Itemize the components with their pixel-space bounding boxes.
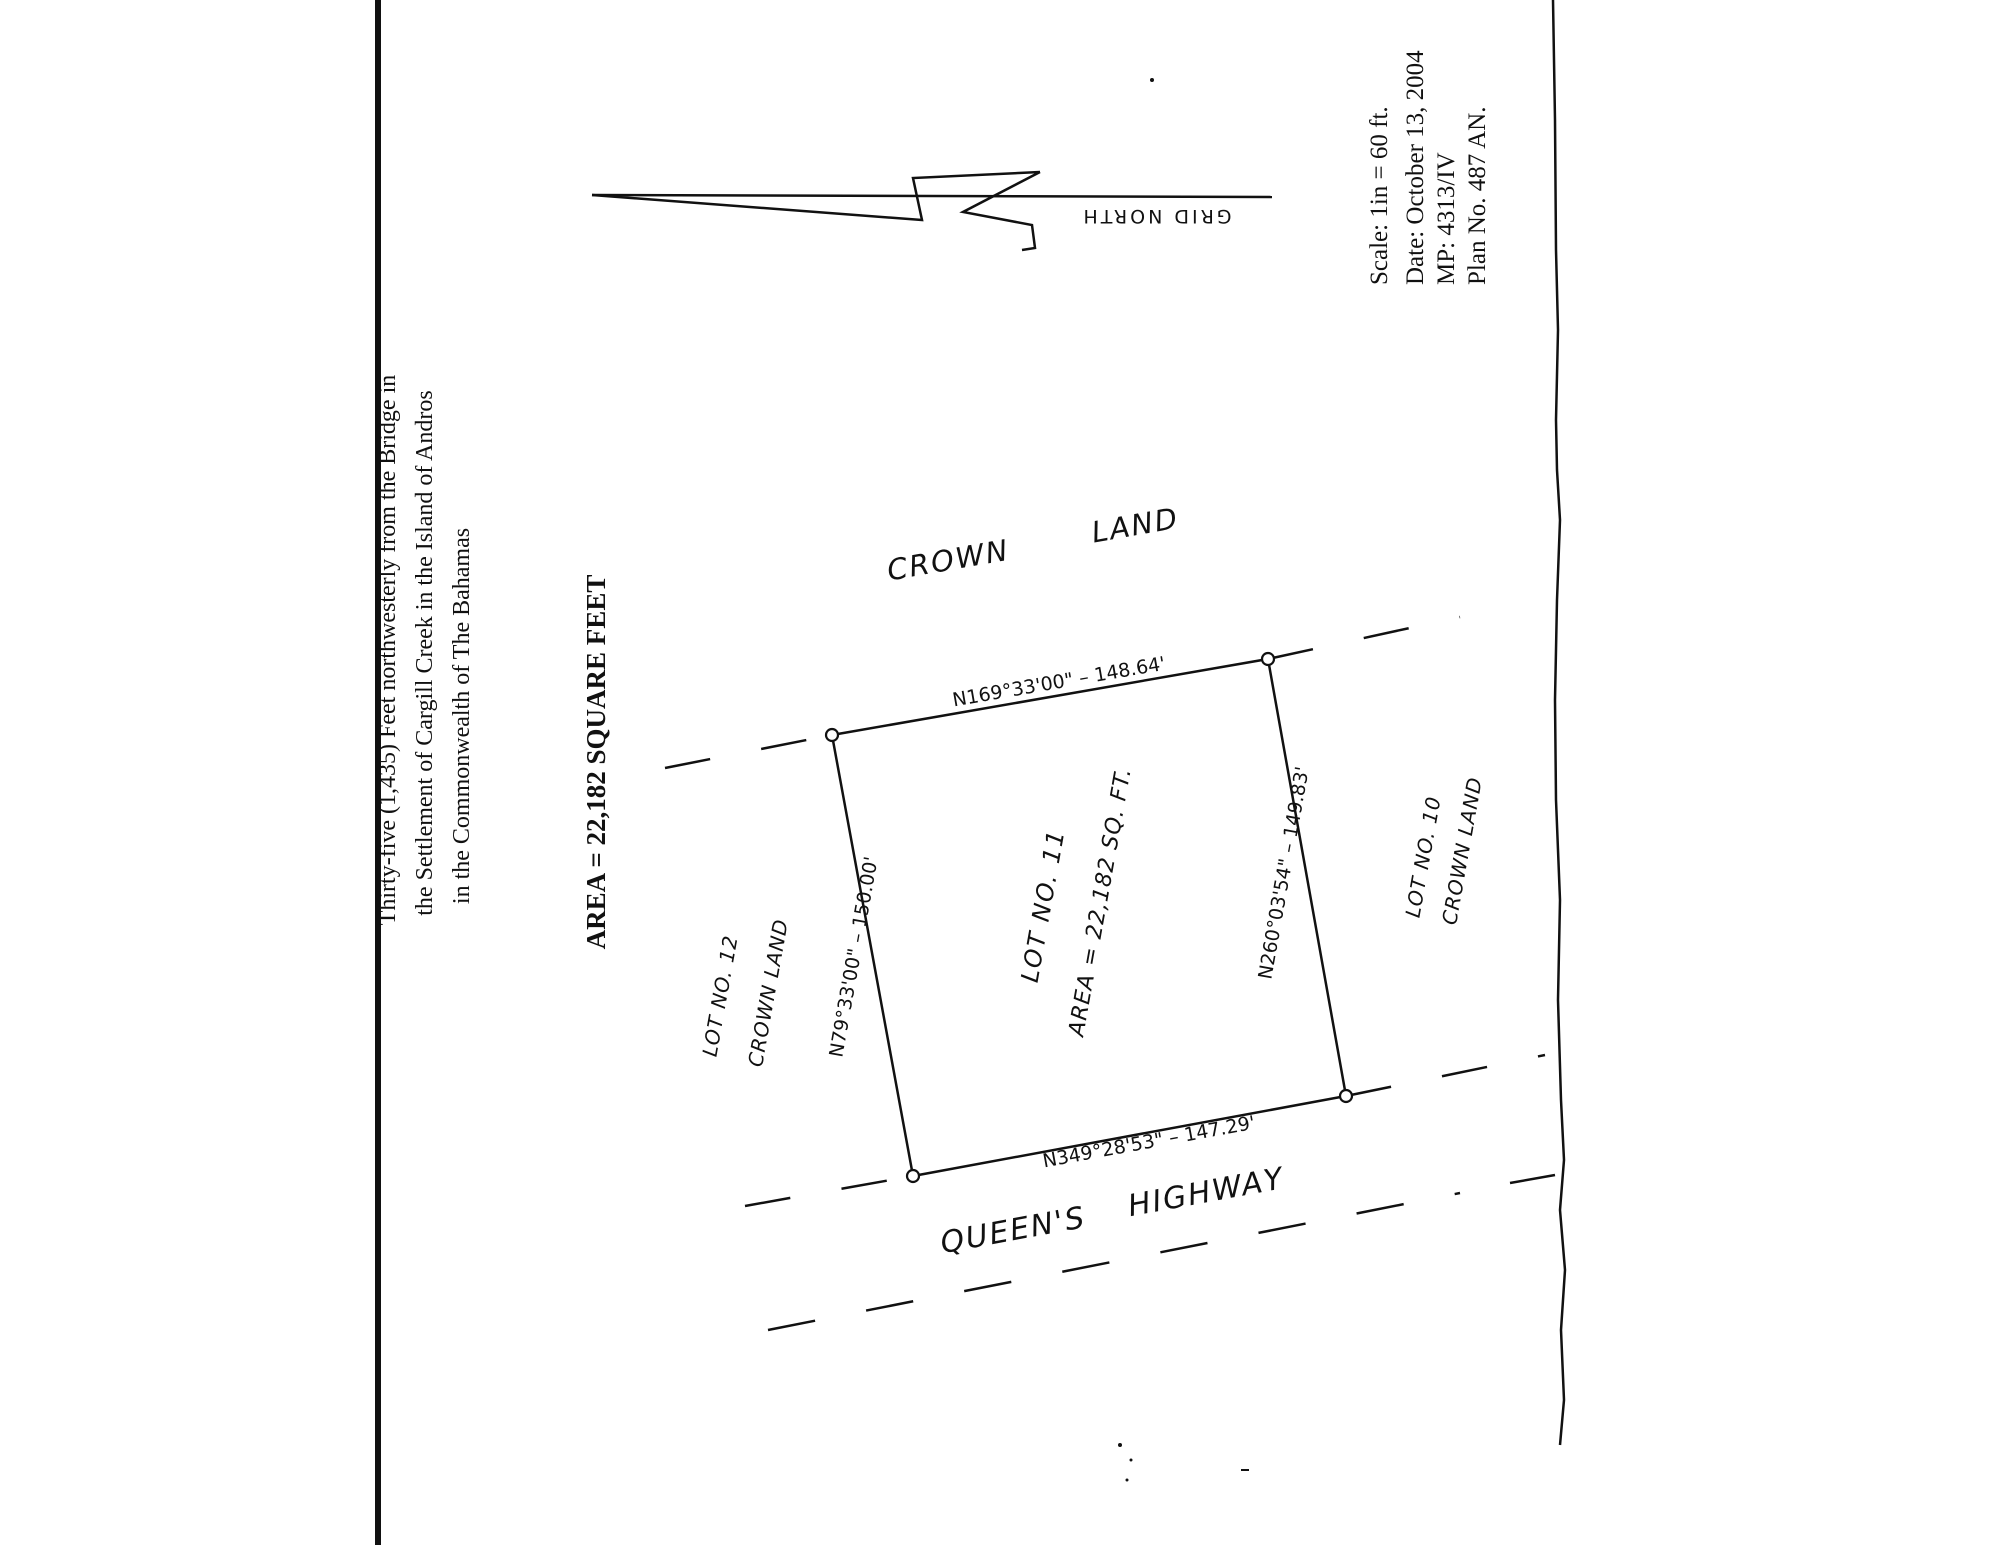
lot-12-owner: CROWN LAND — [743, 917, 793, 1069]
crown-land-top-b: LAND — [1089, 501, 1182, 550]
lot-10-owner: CROWN LAND — [1437, 775, 1487, 927]
north-label: GRID NORTH — [1080, 205, 1231, 227]
crown-land-top-a: CROWN — [884, 533, 1012, 588]
north-arrow-icon — [591, 170, 1273, 252]
area-title: AREA = 22,182 SQUARE FEET — [581, 575, 611, 950]
lot-11-name: LOT NO. 11 — [1016, 827, 1071, 985]
highway-label-a: QUEEN'S — [938, 1200, 1089, 1261]
highway-label-b: HIGHWAY — [1125, 1161, 1288, 1224]
bearing-right: N260°03'54" – 149.83' — [1254, 765, 1313, 981]
plan-number-text: Plan No. 487 AN. — [1464, 107, 1491, 285]
description-line-2: the Settlement of Cargill Creek in the I… — [412, 390, 438, 915]
right-torn-edge — [1551, 0, 1567, 1446]
corner-markers — [824, 651, 1354, 1184]
scale-text: Scale: 1in = 60 ft. — [1366, 106, 1393, 285]
bearing-left: N79°33'00" – 150.00' — [825, 855, 882, 1059]
lot-10-label: LOT NO. 10 — [1401, 794, 1446, 919]
bearing-bottom: N349°28'53" – 147.29' — [1041, 1112, 1257, 1173]
boundary-extension-lines — [664, 615, 1546, 1208]
lot-12-label: LOT NO. 12 — [698, 933, 743, 1058]
description-line-3: in the Commonwealth of The Bahamas — [449, 528, 475, 904]
date-text: Date: October 13, 2004 — [1402, 50, 1429, 285]
mp-text: MP: 4313/IV — [1433, 152, 1460, 285]
lot-11-area: AREA = 22,182 SQ. FT. — [1064, 766, 1137, 1041]
scan-specks — [1118, 78, 1249, 1482]
description-line-1: Thirty-five (1,435) Feet northwesterly f… — [375, 375, 401, 926]
highway-south-edge — [767, 1173, 1556, 1332]
